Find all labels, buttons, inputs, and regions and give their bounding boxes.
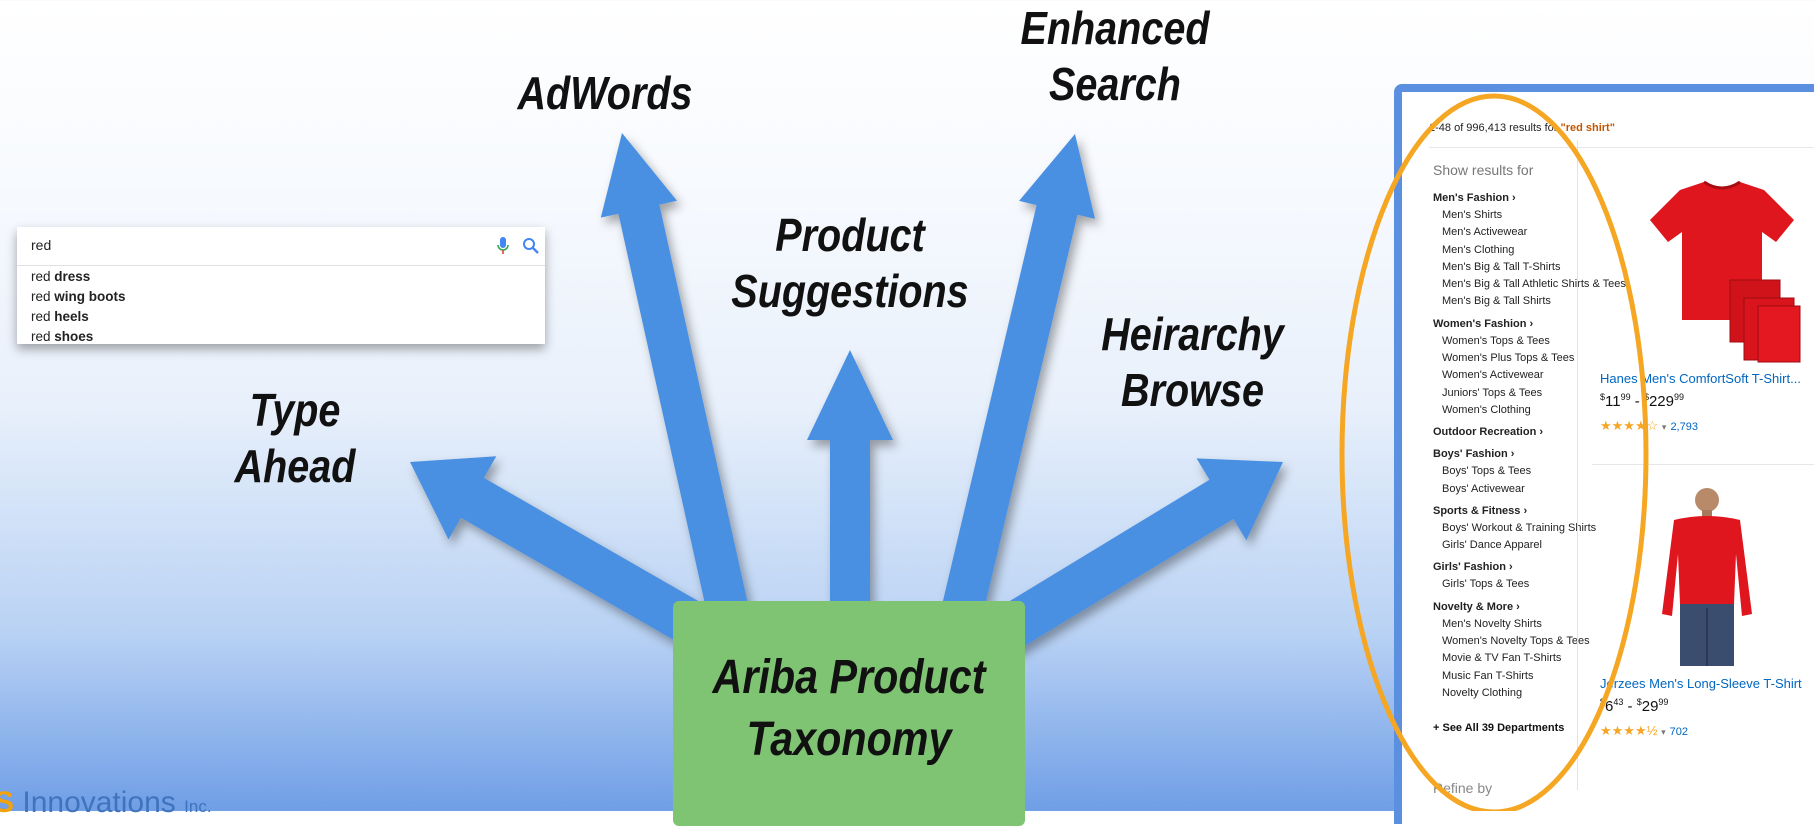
see-all-departments-link[interactable]: + See All 39 Departments — [1433, 722, 1565, 734]
department-item[interactable]: Girls' Tops & Tees — [1442, 578, 1530, 591]
taxonomy-box: Ariba Product Taxonomy — [673, 601, 1025, 826]
department-heading[interactable]: Women's Fashion › — [1433, 317, 1534, 330]
arrow-hierarchy-browse — [978, 458, 1283, 660]
department-heading[interactable]: Girls' Fashion › — [1433, 561, 1513, 574]
refine-by-heading: Refine by — [1433, 780, 1493, 796]
department-item[interactable]: Men's Big & Tall T-Shirts — [1442, 260, 1561, 273]
product-rating[interactable]: ★★★★½ ▾702 — [1600, 723, 1688, 738]
divider — [1592, 464, 1814, 465]
microphone-icon[interactable] — [496, 236, 510, 259]
star-rating-icon: ★★★★☆ — [1600, 418, 1659, 433]
department-item[interactable]: Women's Activewear — [1442, 369, 1544, 382]
department-item[interactable]: Men's Clothing — [1442, 243, 1515, 256]
department-item[interactable]: Women's Clothing — [1442, 403, 1531, 416]
company-logo: S Innovations Inc. — [0, 786, 212, 819]
department-item[interactable]: Movie & TV Fan T-Shirts — [1442, 652, 1562, 665]
search-results-screenshot: 1-48 of 996,413 results for "red shirt" … — [1394, 84, 1814, 824]
arrow-type-ahead — [410, 456, 732, 660]
taxonomy-title-line1: Ariba Product — [712, 651, 986, 704]
department-item[interactable]: Men's Big & Tall Shirts — [1442, 295, 1551, 308]
department-item[interactable]: Men's Big & Tall Athletic Shirts & Tees — [1442, 278, 1626, 291]
department-item[interactable]: Juniors' Tops & Tees — [1442, 386, 1543, 399]
suggestion-item[interactable]: red wing boots — [31, 289, 126, 304]
arrow-enhanced-search — [939, 134, 1095, 625]
department-item[interactable]: Girls' Dance Apparel — [1442, 539, 1542, 552]
department-item[interactable]: Boys' Workout & Training Shirts — [1442, 521, 1597, 534]
red-tshirt-image[interactable] — [1642, 180, 1802, 370]
divider — [1429, 147, 1814, 148]
product-title[interactable]: Hanes Men's ComfortSoft T-Shirt... — [1600, 371, 1801, 386]
arrow-adwords — [600, 133, 751, 625]
department-heading[interactable]: Sports & Fitness › — [1433, 504, 1528, 517]
department-item[interactable]: Boys' Activewear — [1442, 482, 1525, 495]
department-item[interactable]: Men's Novelty Shirts — [1442, 617, 1542, 630]
suggestion-item[interactable]: red shoes — [31, 329, 94, 344]
product-title[interactable]: Jerzees Men's Long-Sleeve T-Shirt — [1600, 676, 1802, 691]
product-price: $1199 - $22999 — [1600, 392, 1685, 410]
arrow-product-suggestions — [807, 350, 893, 610]
department-item[interactable]: Women's Tops & Tees — [1442, 334, 1550, 347]
red-longsleeve-image[interactable] — [1652, 484, 1762, 674]
department-item[interactable]: Men's Shirts — [1442, 209, 1503, 221]
department-item[interactable]: Men's Activewear — [1442, 226, 1528, 239]
search-icon[interactable] — [522, 237, 540, 258]
label-adwords: AdWords — [517, 67, 693, 119]
department-item[interactable]: Boys' Tops & Tees — [1442, 465, 1532, 478]
department-heading[interactable]: Men's Fashion › — [1433, 192, 1516, 204]
department-item[interactable]: Novelty Clothing — [1442, 686, 1523, 699]
department-item[interactable]: Women's Plus Tops & Tees — [1442, 352, 1575, 365]
department-heading[interactable]: Novelty & More › — [1433, 600, 1520, 613]
department-item[interactable]: Women's Novelty Tops & Tees — [1442, 635, 1590, 648]
suggestion-list: red dress red wing boots red heels red s… — [17, 266, 545, 347]
product-price: $643 - $2999 — [1600, 697, 1669, 715]
product-rating[interactable]: ★★★★☆ ▾2,793 — [1600, 418, 1698, 433]
department-item[interactable]: Music Fan T-Shirts — [1442, 669, 1534, 682]
star-rating-icon: ★★★★½ — [1600, 723, 1658, 738]
results-count: 1-48 of 996,413 results for "red shirt" — [1429, 122, 1615, 134]
department-heading[interactable]: Outdoor Recreation › — [1433, 426, 1544, 439]
search-input[interactable]: red — [31, 237, 52, 253]
suggestion-item[interactable]: red heels — [31, 309, 89, 324]
show-results-for-heading: Show results for — [1433, 162, 1534, 178]
taxonomy-title-line2: Taxonomy — [746, 713, 952, 766]
column-divider — [1577, 140, 1578, 790]
suggestion-item[interactable]: red dress — [31, 269, 91, 284]
typeahead-search-box[interactable]: red red dress red wing boots red heels r… — [17, 227, 545, 344]
department-heading[interactable]: Boys' Fashion › — [1433, 448, 1515, 461]
